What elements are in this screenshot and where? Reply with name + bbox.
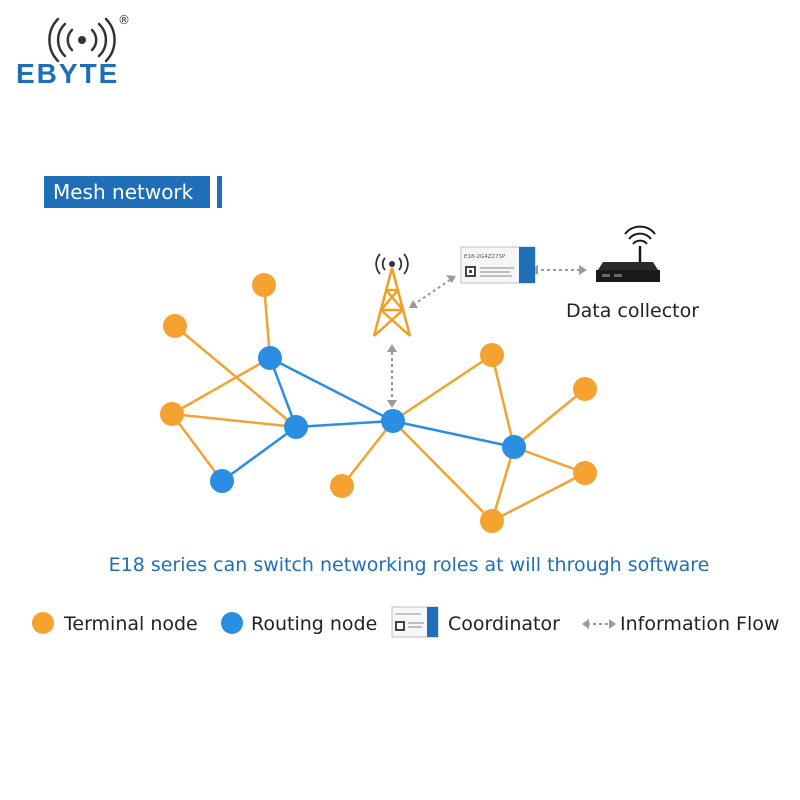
coordinator-legend-icon	[391, 606, 439, 638]
information-flow-legend-label: Information Flow	[620, 613, 780, 635]
terminal-node	[573, 377, 597, 401]
registered-mark: ®	[118, 13, 130, 27]
cell-tower-icon	[372, 253, 412, 337]
terminal-node	[160, 402, 184, 426]
link	[341, 420, 394, 487]
link	[490, 354, 516, 448]
routing-links	[221, 356, 515, 483]
link	[392, 420, 493, 522]
section-title: Mesh network	[44, 176, 210, 208]
routing-node	[502, 435, 526, 459]
link	[170, 413, 224, 482]
router-icon	[596, 225, 660, 282]
terminal-node	[480, 343, 504, 367]
link	[513, 388, 586, 448]
link	[221, 425, 297, 483]
ebyte-logo: ®	[48, 13, 130, 63]
link	[490, 446, 516, 522]
terminal-node	[330, 474, 354, 498]
coordinator-module-icon: E18-2G4Z27SP	[460, 246, 536, 284]
information-flow-arrows	[391, 269, 580, 400]
routing-node	[284, 415, 308, 439]
section-title-bar	[217, 176, 222, 208]
link	[392, 419, 515, 449]
terminal-node-legend-label: Terminal node	[64, 613, 198, 635]
wireless-signal-icon	[48, 17, 116, 63]
link	[171, 412, 297, 429]
terminal-node	[480, 509, 504, 533]
routing-node	[381, 409, 405, 433]
routing-node-legend-icon	[221, 612, 243, 634]
link	[491, 471, 586, 523]
information-flow-legend-icon	[582, 619, 616, 629]
coordinator-legend-label: Coordinator	[448, 613, 560, 635]
data-collector-label: Data collector	[566, 300, 700, 322]
terminal-node-legend-icon	[32, 612, 54, 634]
routing-node-legend-label: Routing node	[251, 613, 378, 635]
terminal-node	[163, 314, 187, 338]
terminal-node	[573, 461, 597, 485]
terminal-node	[252, 273, 276, 297]
link	[392, 353, 493, 423]
link	[269, 356, 394, 423]
link	[295, 419, 394, 429]
module-label: E18-2G4Z27SP	[464, 254, 506, 260]
link	[262, 284, 272, 359]
link	[268, 357, 298, 428]
routing-node	[258, 346, 282, 370]
diagram-caption: E18 series can switch networking roles a…	[108, 554, 710, 576]
flow-arrowheads	[387, 265, 587, 408]
link	[171, 356, 271, 416]
link	[513, 445, 586, 475]
routing-nodes	[210, 346, 526, 493]
flow-arrow	[412, 279, 451, 306]
terminal-links	[170, 284, 586, 523]
routing-node	[210, 469, 234, 493]
logo-text: EBYTE	[16, 58, 120, 89]
terminal-nodes	[160, 273, 597, 533]
